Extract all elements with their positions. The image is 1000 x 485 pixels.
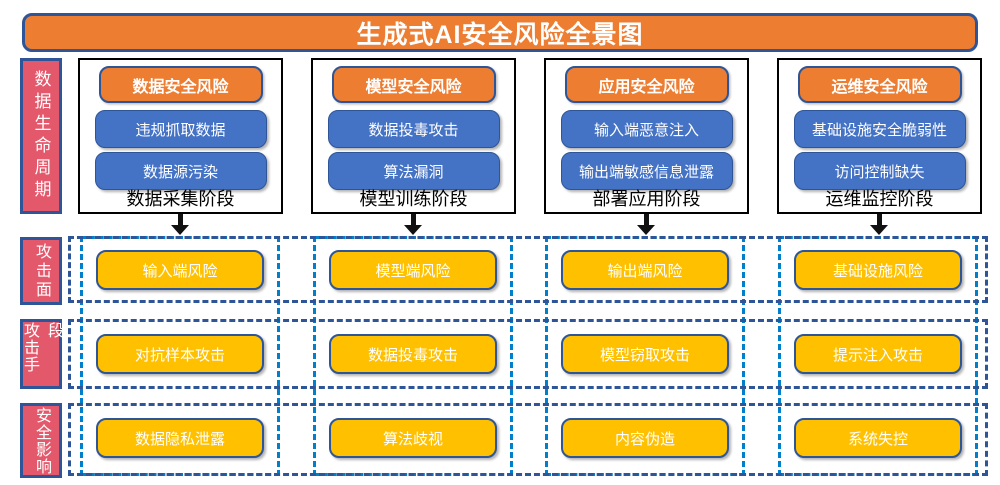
matrix-cell: 模型端风险 — [329, 250, 497, 290]
matrix-cell: 输出端风险 — [561, 250, 729, 290]
diagram-title: 生成式AI安全风险全景图 — [22, 13, 978, 52]
stage-name: 部署应用阶段 — [592, 189, 701, 209]
stage-column-operations: 运维安全风险 基础设施安全脆弱性 访问控制缺失 运维监控阶段 — [777, 58, 982, 214]
stage-risk-item: 数据投毒攻击 — [327, 110, 500, 148]
dashed-row-outline-attack-surface — [68, 236, 988, 303]
matrix-cell: 基础设施风险 — [794, 250, 962, 290]
stage-risk-item: 违规抓取数据 — [94, 110, 267, 148]
stage-header: 应用安全风险 — [564, 66, 729, 103]
stage-column-deployment: 应用安全风险 输入端恶意注入 输出端敏感信息泄露 部署应用阶段 — [544, 58, 749, 214]
down-arrow-icon — [636, 214, 656, 235]
side-label-attack-surface: 攻击面 — [20, 237, 62, 305]
stage-risk-item: 输入端恶意注入 — [560, 110, 733, 148]
stage-name: 模型训练阶段 — [359, 189, 468, 209]
stage-header: 模型安全风险 — [331, 66, 496, 103]
side-label-attack-methods: 攻击手段 — [20, 319, 62, 389]
stage-header: 数据安全风险 — [98, 66, 263, 103]
matrix-cell: 数据投毒攻击 — [329, 334, 497, 374]
down-arrow-icon — [869, 214, 889, 235]
side-label-data-lifecycle: 数据生命周期 — [20, 58, 62, 214]
stage-risk-item: 访问控制缺失 — [793, 152, 966, 190]
stage-column-model-training: 模型安全风险 数据投毒攻击 算法漏洞 模型训练阶段 — [311, 58, 516, 214]
matrix-cell: 对抗样本攻击 — [96, 334, 264, 374]
stage-risk-item: 基础设施安全脆弱性 — [793, 110, 966, 148]
dashed-row-outline-attack-methods — [68, 319, 988, 389]
down-arrow-icon — [403, 214, 423, 235]
matrix-cell: 提示注入攻击 — [794, 334, 962, 374]
matrix-cell: 系统失控 — [794, 418, 962, 458]
matrix-cell: 输入端风险 — [96, 250, 264, 290]
stage-risk-item: 输出端敏感信息泄露 — [560, 152, 733, 190]
stage-name: 运维监控阶段 — [825, 189, 934, 209]
matrix-cell: 内容伪造 — [561, 418, 729, 458]
matrix-cell: 算法歧视 — [329, 418, 497, 458]
stage-name: 数据采集阶段 — [126, 189, 235, 209]
matrix-cell: 数据隐私泄露 — [96, 418, 264, 458]
down-arrow-icon — [170, 214, 190, 235]
stage-risk-item: 数据源污染 — [94, 152, 267, 190]
matrix-cell: 模型窃取攻击 — [561, 334, 729, 374]
side-label-security-impact: 安全影响 — [20, 403, 62, 478]
dashed-row-outline-security-impact — [68, 403, 988, 476]
stage-column-data-collection: 数据安全风险 违规抓取数据 数据源污染 数据采集阶段 — [78, 58, 283, 214]
stage-risk-item: 算法漏洞 — [327, 152, 500, 190]
stage-header: 运维安全风险 — [797, 66, 962, 103]
